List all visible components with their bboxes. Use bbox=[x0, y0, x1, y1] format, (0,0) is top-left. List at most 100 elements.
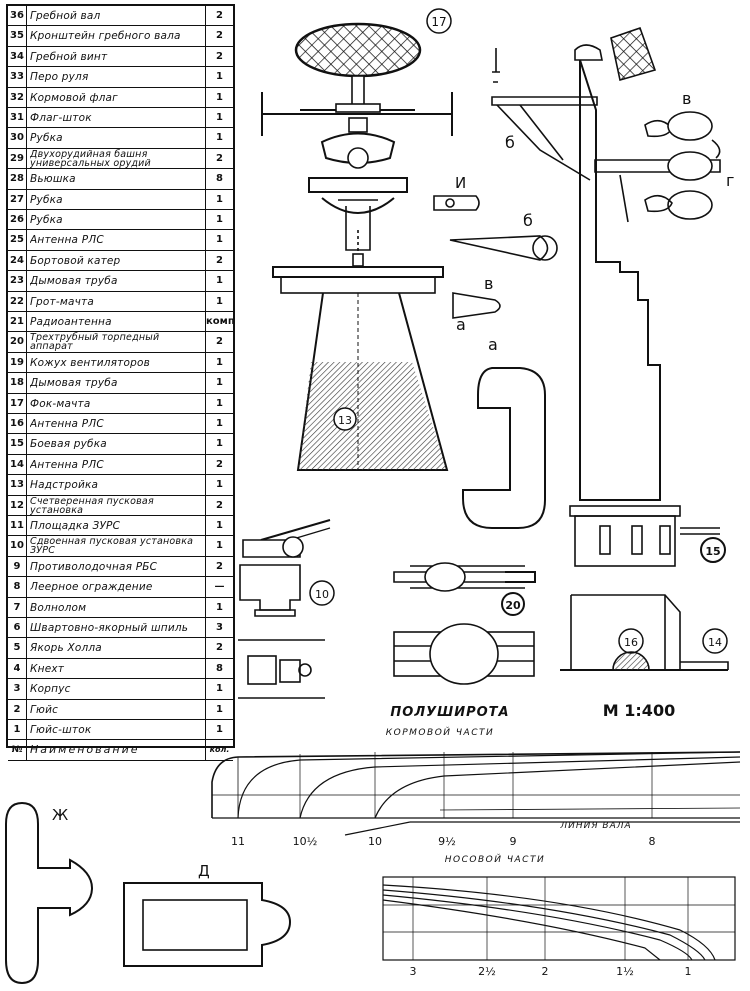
row-name: Кожух вентиляторов bbox=[30, 356, 151, 369]
row-name: Перо руля bbox=[30, 71, 89, 84]
row-number: 13 bbox=[8, 475, 27, 495]
row-quantity: 1 bbox=[205, 230, 233, 250]
row-number: 27 bbox=[8, 189, 27, 209]
callout-13: 13 bbox=[338, 414, 352, 427]
label-zh: Ж bbox=[52, 806, 68, 824]
row-name: Дымовая труба bbox=[30, 377, 118, 390]
row-number: 5 bbox=[8, 638, 27, 658]
stern-tick-9-5: 9½ bbox=[438, 835, 456, 848]
row-name: Швартовно-якорный шпиль bbox=[30, 622, 189, 634]
row-quantity: 2 bbox=[205, 638, 233, 658]
row-name: Трехтрубный торпедный аппарат bbox=[30, 332, 160, 353]
row-number: 21 bbox=[8, 312, 27, 332]
row-name: Гребной вал bbox=[30, 10, 101, 22]
row-quantity: 2 bbox=[205, 495, 233, 515]
row-number: 19 bbox=[8, 352, 27, 373]
row-name: Наименование bbox=[30, 743, 140, 757]
bow-tick-3: 3 bbox=[410, 965, 417, 978]
row-number: 31 bbox=[8, 108, 27, 128]
label-i: И bbox=[455, 174, 466, 192]
label-v-mast: в bbox=[682, 89, 691, 108]
bow-tick-1-5: 1½ bbox=[616, 965, 634, 978]
row-quantity: 1 bbox=[205, 679, 233, 699]
row-name: Противолодочная РБС bbox=[30, 560, 158, 573]
row-name: Вьюшка bbox=[30, 173, 76, 186]
row-quantity: 1 bbox=[205, 271, 233, 291]
row-quantity: 1 bbox=[205, 516, 233, 536]
row-name: Рубка bbox=[30, 132, 63, 145]
row-name: Площадка ЗУРС bbox=[30, 520, 121, 532]
detail-zh: Ж bbox=[5, 801, 94, 985]
row-name: Грот-мачта bbox=[30, 295, 94, 308]
row-name: Гюйс bbox=[30, 703, 59, 716]
label-b-mast: б bbox=[505, 133, 515, 152]
row-quantity: 1 bbox=[205, 720, 233, 740]
row-quantity: комп bbox=[205, 312, 235, 332]
row-number: 9 bbox=[8, 556, 27, 577]
row-number: 10 bbox=[8, 536, 27, 556]
detail-parts: И б в а а bbox=[433, 174, 558, 529]
foremast-front-view: 17 13 bbox=[261, 8, 453, 471]
row-name: Двухорудийная башня универсальных орудий bbox=[30, 148, 151, 169]
row-quantity: 2 bbox=[205, 6, 233, 26]
conning-tower-15: 15 bbox=[569, 505, 726, 567]
row-quantity: 2 bbox=[205, 46, 233, 67]
row-name: Леерное ограждение bbox=[30, 581, 153, 594]
row-name: Кнехт bbox=[30, 662, 65, 675]
label-v-detail: в bbox=[484, 274, 493, 293]
row-number: 4 bbox=[8, 658, 27, 679]
row-number: 6 bbox=[8, 618, 27, 638]
title-bow: НОСОВОЙ ЧАСТИ bbox=[445, 853, 545, 865]
row-number: 25 bbox=[8, 230, 27, 250]
row-quantity: 1 bbox=[205, 67, 233, 87]
row-number: 7 bbox=[8, 597, 27, 617]
bow-tick-2: 2 bbox=[542, 965, 549, 978]
row-number: 29 bbox=[8, 148, 27, 169]
row-quantity: 1 bbox=[205, 291, 233, 311]
row-number: 3 bbox=[8, 679, 27, 699]
row-quantity: 1 bbox=[205, 393, 233, 413]
row-name: Волнолом bbox=[30, 601, 87, 614]
row-number: 1 bbox=[8, 720, 27, 740]
row-number: 28 bbox=[8, 169, 27, 189]
row-number: 20 bbox=[8, 332, 27, 352]
row-number: 2 bbox=[8, 699, 27, 719]
row-quantity: 1 bbox=[205, 597, 233, 617]
row-name: Дымовая труба bbox=[30, 275, 118, 288]
row-number: 34 bbox=[8, 46, 27, 67]
launcher-10: 10 bbox=[238, 519, 335, 699]
row-name: Флаг-шток bbox=[30, 112, 92, 124]
row-quantity: 1 bbox=[205, 189, 233, 209]
row-quantity: 1 bbox=[205, 210, 233, 230]
callout-15: 15 bbox=[705, 545, 720, 558]
callout-10: 10 bbox=[315, 588, 329, 601]
stern-tick-11: 11 bbox=[231, 835, 245, 848]
row-number: 14 bbox=[8, 454, 27, 475]
row-number: 23 bbox=[8, 271, 27, 291]
label-b-detail: б bbox=[523, 211, 533, 230]
row-quantity: 1 bbox=[205, 128, 233, 148]
row-quantity: 1 bbox=[205, 373, 233, 393]
row-number: 26 bbox=[8, 210, 27, 230]
